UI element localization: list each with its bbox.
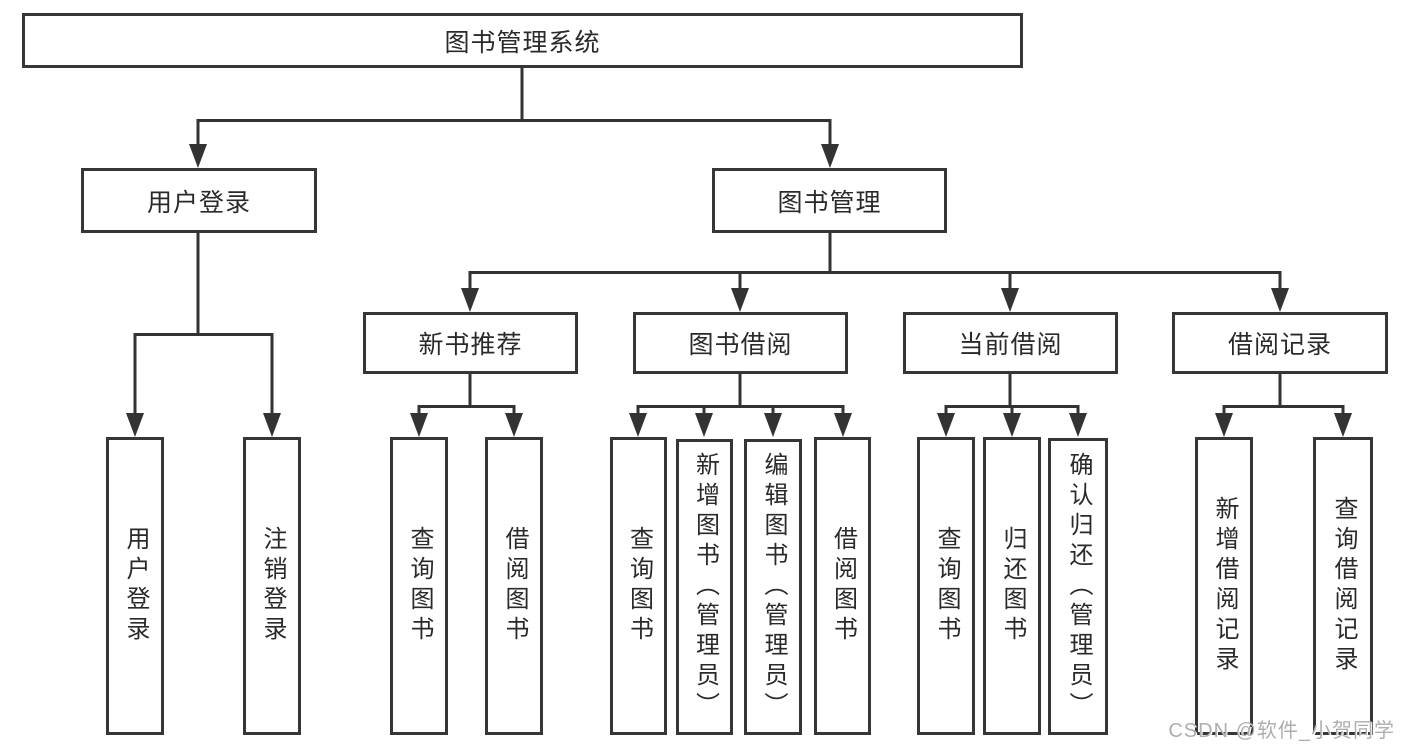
node-confirm-return-admin: 确认归还（管理员） [1048,438,1108,735]
node-logout-leaf: 注销登录 [243,437,301,735]
node-query-books-borrow: 查询图书 [610,437,667,735]
node-add-borrow-record: 新增借阅记录 [1195,437,1253,735]
node-user-login-branch: 用户登录 [81,168,317,233]
node-add-book-admin: 新增图书（管理员） [676,439,733,735]
node-book-borrow: 图书借阅 [633,312,848,374]
node-new-book-recommend: 新书推荐 [363,312,578,374]
node-library-management-system: 图书管理系统 [22,13,1023,68]
csdn-watermark: CSDN @软件_小贺同学 [1168,720,1395,742]
node-current-borrow: 当前借阅 [903,312,1118,374]
node-user-login-leaf: 用户登录 [106,437,164,735]
node-query-books-recommend: 查询图书 [390,437,448,735]
node-edit-book-admin: 编辑图书（管理员） [744,439,802,735]
node-query-borrow-record: 查询借阅记录 [1313,437,1373,735]
node-book-management-branch: 图书管理 [712,168,947,233]
node-return-book: 归还图书 [983,437,1041,735]
node-borrow-books-recommend: 借阅图书 [485,437,543,735]
node-borrow-records: 借阅记录 [1172,312,1388,374]
node-query-books-current: 查询图书 [917,437,975,735]
node-borrow-books-leaf: 借阅图书 [814,437,871,735]
